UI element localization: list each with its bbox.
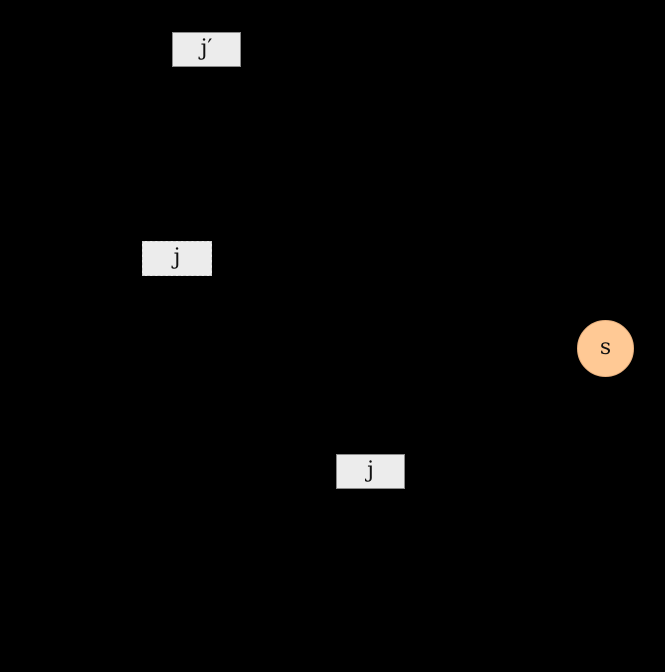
node-s: s [577, 320, 634, 377]
node-j-prime-label: j′ [200, 35, 213, 61]
node-j-dashed: j [142, 241, 212, 276]
node-s-label: s [599, 334, 612, 360]
node-j-prime: j′ [172, 32, 241, 67]
node-j-solid-label: j [367, 457, 374, 483]
node-j-solid: j [336, 454, 405, 489]
node-j-dashed-label: j [173, 244, 181, 270]
